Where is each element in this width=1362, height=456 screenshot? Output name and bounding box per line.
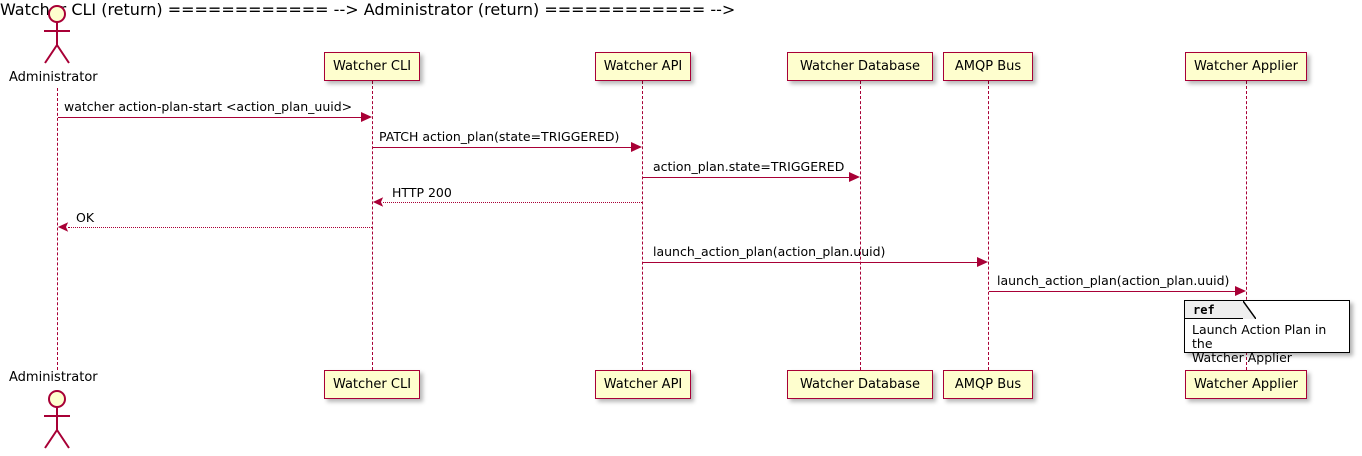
message-label-2: PATCH action_plan(state=TRIGGERED) xyxy=(379,129,620,144)
ref-fragment-notch xyxy=(1243,301,1256,319)
participant-amqp-bus-bottom[interactable]: AMQP Bus xyxy=(943,370,1033,399)
message-label-6: launch_action_plan(action_plan.uuid) xyxy=(653,244,886,259)
message-line-2 xyxy=(373,147,634,148)
lifeline-watcher-api xyxy=(642,81,643,370)
participant-watcher-applier-top[interactable]: Watcher Applier xyxy=(1185,52,1307,81)
message-label-4: HTTP 200 xyxy=(392,185,452,200)
actor-administrator-top xyxy=(35,4,79,66)
message-label-1: watcher action-plan-start <action_plan_u… xyxy=(64,99,353,114)
message-arrowhead-2 xyxy=(631,142,642,152)
ref-fragment: ref Launch Action Plan in the Watcher Ap… xyxy=(1184,300,1350,365)
participant-watcher-cli-bottom[interactable]: Watcher CLI xyxy=(324,370,420,399)
lifeline-watcher-database xyxy=(860,81,861,370)
message-line-5 xyxy=(68,227,372,228)
message-line-1 xyxy=(58,117,364,118)
actor-stick-figure-icon xyxy=(44,390,70,449)
message-line-7 xyxy=(989,291,1238,292)
message-arrowhead-5 xyxy=(57,222,69,232)
actor-administrator-bottom xyxy=(35,389,79,451)
actor-stick-figure-icon xyxy=(44,5,70,64)
message-arrowhead-4 xyxy=(372,197,384,207)
participant-label-administrator-bottom: Administrator xyxy=(9,370,98,385)
participant-watcher-api-bottom[interactable]: Watcher API xyxy=(595,370,691,399)
message-line-3 xyxy=(643,177,852,178)
message-label-3: action_plan.state=TRIGGERED xyxy=(653,159,845,174)
participant-watcher-applier-bottom[interactable]: Watcher Applier xyxy=(1185,370,1307,399)
message-arrowhead-1 xyxy=(361,112,372,122)
message-line-4 xyxy=(383,202,642,203)
lifeline-amqp-bus xyxy=(988,81,989,370)
ref-fragment-operator: ref xyxy=(1185,301,1245,319)
message-arrowhead-7 xyxy=(1235,286,1246,296)
message-label-5: OK xyxy=(76,210,95,225)
participant-watcher-database-bottom[interactable]: Watcher Database xyxy=(787,370,933,399)
lifeline-administrator xyxy=(57,88,58,370)
message-arrowhead-3 xyxy=(849,172,860,182)
message-line-6 xyxy=(643,262,980,263)
message-arrowhead-6 xyxy=(977,257,988,267)
participant-amqp-bus-top[interactable]: AMQP Bus xyxy=(943,52,1033,81)
participant-label-administrator-top: Administrator xyxy=(9,70,98,85)
lifeline-watcher-applier xyxy=(1246,81,1247,370)
message-label-7: launch_action_plan(action_plan.uuid) xyxy=(997,273,1230,288)
participant-watcher-database-top[interactable]: Watcher Database xyxy=(787,52,933,81)
participant-watcher-api-top[interactable]: Watcher API xyxy=(595,52,691,81)
participant-watcher-cli-top[interactable]: Watcher CLI xyxy=(324,52,420,81)
ref-fragment-text: Launch Action Plan in the Watcher Applie… xyxy=(1192,322,1327,365)
lifeline-watcher-cli xyxy=(372,81,373,370)
